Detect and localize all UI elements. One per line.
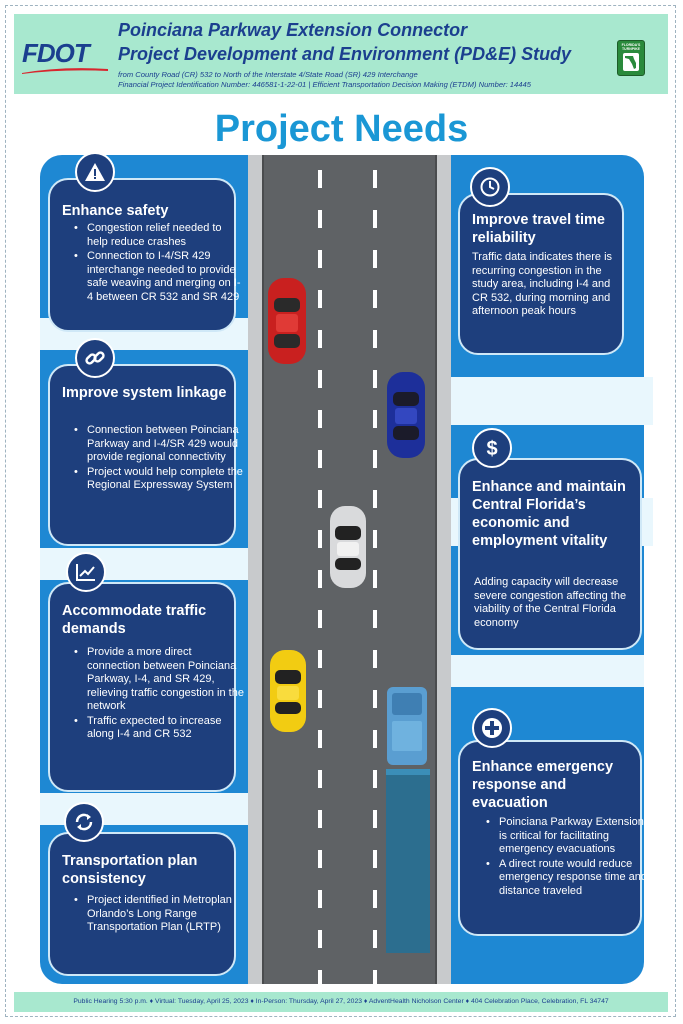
card-bullets: Provide a more direct connection between…	[70, 646, 245, 743]
red-car-icon	[268, 278, 306, 364]
bullet: Project would help complete the Regional…	[74, 466, 245, 493]
bullet: A direct route would reduce emergency re…	[486, 858, 651, 899]
card-system-linkage: Improve system linkage Connection betwee…	[48, 364, 243, 546]
card-plan-consistency: Transportation plan consistency Project …	[48, 832, 236, 976]
blue-car-icon	[387, 372, 425, 458]
card-traffic-demands: Accommodate traffic demands Provide a mo…	[48, 582, 244, 792]
bullet: Congestion relief needed to help reduce …	[74, 222, 245, 249]
page-title: Project Needs	[214, 108, 469, 150]
card-emergency-response: Enhance emergency response and evacuatio…	[458, 740, 647, 936]
fdot-logo: FDOT	[22, 38, 114, 74]
yellow-car-icon	[270, 650, 306, 732]
card-title: Improve system linkage	[62, 385, 227, 401]
card-economic-vitality: Enhance and maintain Central Florida’s e…	[458, 458, 642, 650]
stripe	[451, 377, 653, 425]
bullet: Connection to I-4/SR 429 interchange nee…	[74, 250, 245, 304]
road-shoulder-right	[437, 155, 451, 984]
medical-cross-icon	[472, 708, 512, 748]
card-travel-reliability: Improve travel time reliability Traffic …	[458, 193, 624, 355]
stripe	[451, 655, 644, 687]
card-bullets: Project identified in Metroplan Orlando’…	[70, 894, 245, 936]
card-title: Enhance emergency response and evacuatio…	[472, 759, 614, 811]
road-edge-right	[435, 155, 437, 984]
semi-truck-icon	[386, 687, 430, 953]
clock-icon	[470, 167, 510, 207]
project-title-line1: Poinciana Parkway Extension Connector	[118, 20, 468, 40]
page-border	[5, 5, 676, 1017]
card-enhance-safety: Enhance safety Congestion relief needed …	[48, 178, 240, 332]
refresh-cycle-icon	[64, 802, 104, 842]
trend-chart-icon	[66, 552, 106, 592]
card-bullets: Congestion relief needed to help reduce …	[70, 222, 245, 305]
florida-state-icon	[623, 53, 639, 71]
bullet: Poinciana Parkway Extension is critical …	[486, 816, 651, 857]
project-limits: from County Road (CR) 532 to North of th…	[118, 70, 418, 79]
card-title: Enhance and maintain Central Florida’s e…	[472, 479, 626, 549]
warning-icon	[75, 152, 115, 192]
footer-event-info: Public Hearing 5:30 p.m. ♦ Virtual: Tues…	[14, 992, 668, 1012]
card-title: Transportation plan consistency	[62, 853, 198, 887]
bullet: Connection between Poinciana Parkway and…	[74, 424, 245, 465]
card-title: Enhance safety	[62, 203, 169, 219]
chain-link-icon	[75, 338, 115, 378]
dollar-icon: $	[472, 428, 512, 468]
card-title: Accommodate traffic demands	[62, 603, 207, 637]
card-text: Adding capacity will decrease severe con…	[474, 576, 627, 629]
bullet: Project identified in Metroplan Orlando’…	[74, 894, 245, 935]
card-title: Improve travel time reliability	[472, 212, 605, 246]
road-shoulder-left	[248, 155, 262, 984]
project-title-line2: Project Development and Environment (PD&…	[118, 44, 572, 64]
silver-car-icon	[330, 506, 366, 588]
fdot-swoosh-icon	[22, 68, 108, 74]
header-banner: FDOT Poinciana Parkway Extension Connect…	[14, 14, 668, 94]
bullet: Provide a more direct connection between…	[74, 646, 245, 714]
card-text: Traffic data indicates there is recurrin…	[472, 251, 613, 317]
card-bullets: Poinciana Parkway Extension is critical …	[482, 816, 651, 899]
svg-text:$: $	[486, 438, 497, 460]
turnpike-logo: FLORIDA'S TURNPIKE	[617, 40, 645, 76]
card-bullets: Connection between Poinciana Parkway and…	[70, 424, 245, 494]
project-identifiers: Financial Project Identification Number:…	[118, 80, 531, 89]
road-edge-left	[262, 155, 264, 984]
bullet: Traffic expected to increase along I-4 a…	[74, 715, 245, 742]
